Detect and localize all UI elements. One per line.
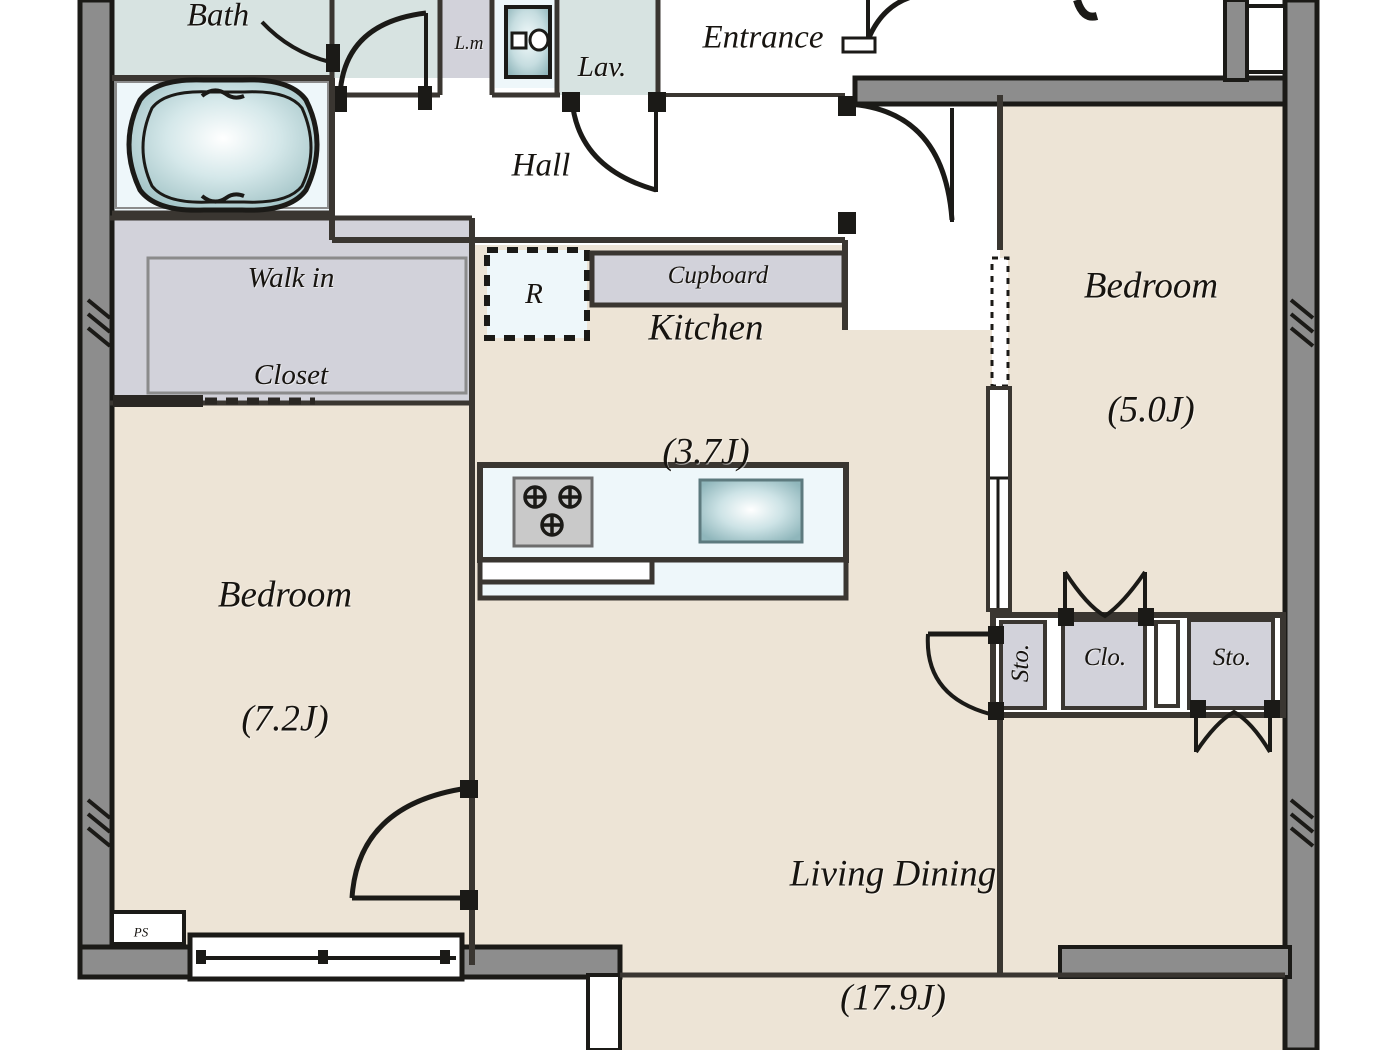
toilet-fixture	[504, 5, 552, 79]
storage-left-door	[925, 626, 1004, 720]
door-swings	[260, 0, 1280, 910]
top-windows	[1073, 0, 1287, 74]
entrance-detail	[841, 36, 877, 54]
refrigerator-space	[484, 247, 590, 341]
bath-door	[260, 20, 340, 72]
floor-fills	[80, 0, 1285, 1050]
gas-stove-3-burner	[512, 476, 594, 548]
storage-right-door	[1190, 700, 1280, 754]
exterior-wall	[77, 0, 1320, 1050]
living-door	[838, 96, 955, 234]
hall-door	[335, 10, 432, 112]
kitchen-sink	[698, 478, 804, 544]
bedroom5-sliding-door	[986, 256, 1012, 612]
lav-door	[562, 92, 666, 193]
storage-closet-block	[990, 612, 1286, 718]
bathtub-fixture	[115, 77, 329, 213]
entrance-door	[865, 0, 911, 42]
closet-door	[1058, 570, 1154, 626]
cupboard-unit	[589, 250, 847, 308]
walk-in-closet-shelf	[113, 256, 468, 407]
bedroom7-door	[349, 780, 478, 910]
kitchen-counter	[477, 462, 849, 601]
balcony-window	[110, 910, 465, 982]
